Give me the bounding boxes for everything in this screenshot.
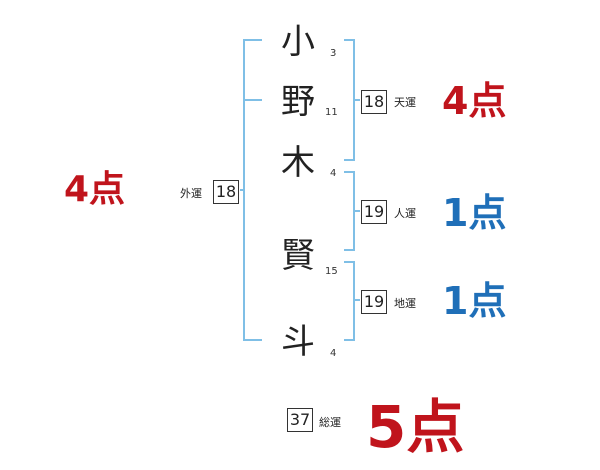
jinun-label: 人運 [394, 207, 416, 220]
chiun-bracket [344, 261, 355, 341]
name-char-4: 賢 [281, 236, 315, 276]
gaiun-label: 外運 [180, 187, 202, 200]
jinun-score: 1点 [442, 191, 507, 235]
stroke-count-1: 3 [330, 48, 337, 59]
name-char-3: 木 [281, 143, 315, 183]
stroke-count-2: 11 [325, 107, 338, 118]
tenun-value: 18 [361, 90, 387, 114]
outer-bracket [243, 39, 262, 341]
chiun-score: 1点 [442, 279, 507, 323]
gaiun-score: 4点 [64, 169, 126, 210]
stroke-count-4: 15 [325, 266, 338, 277]
jinun-bracket [344, 171, 355, 251]
chiun-label: 地運 [394, 297, 416, 310]
stroke-count-3: 4 [330, 168, 337, 179]
chiun-value: 19 [361, 290, 387, 314]
stroke-count-5: 4 [330, 348, 337, 359]
name-char-2: 野 [281, 82, 315, 122]
jinun-value: 19 [361, 200, 387, 224]
tenun-score: 4点 [442, 79, 507, 123]
name-char-1: 小 [281, 22, 315, 62]
gaiun-value: 18 [213, 180, 239, 204]
tenun-label: 天運 [394, 96, 416, 109]
tenun-bracket [344, 39, 355, 161]
souun-label: 総運 [319, 416, 341, 429]
souun-value: 37 [287, 408, 313, 432]
souun-score: 5点 [366, 393, 465, 461]
name-char-5: 斗 [281, 322, 315, 362]
